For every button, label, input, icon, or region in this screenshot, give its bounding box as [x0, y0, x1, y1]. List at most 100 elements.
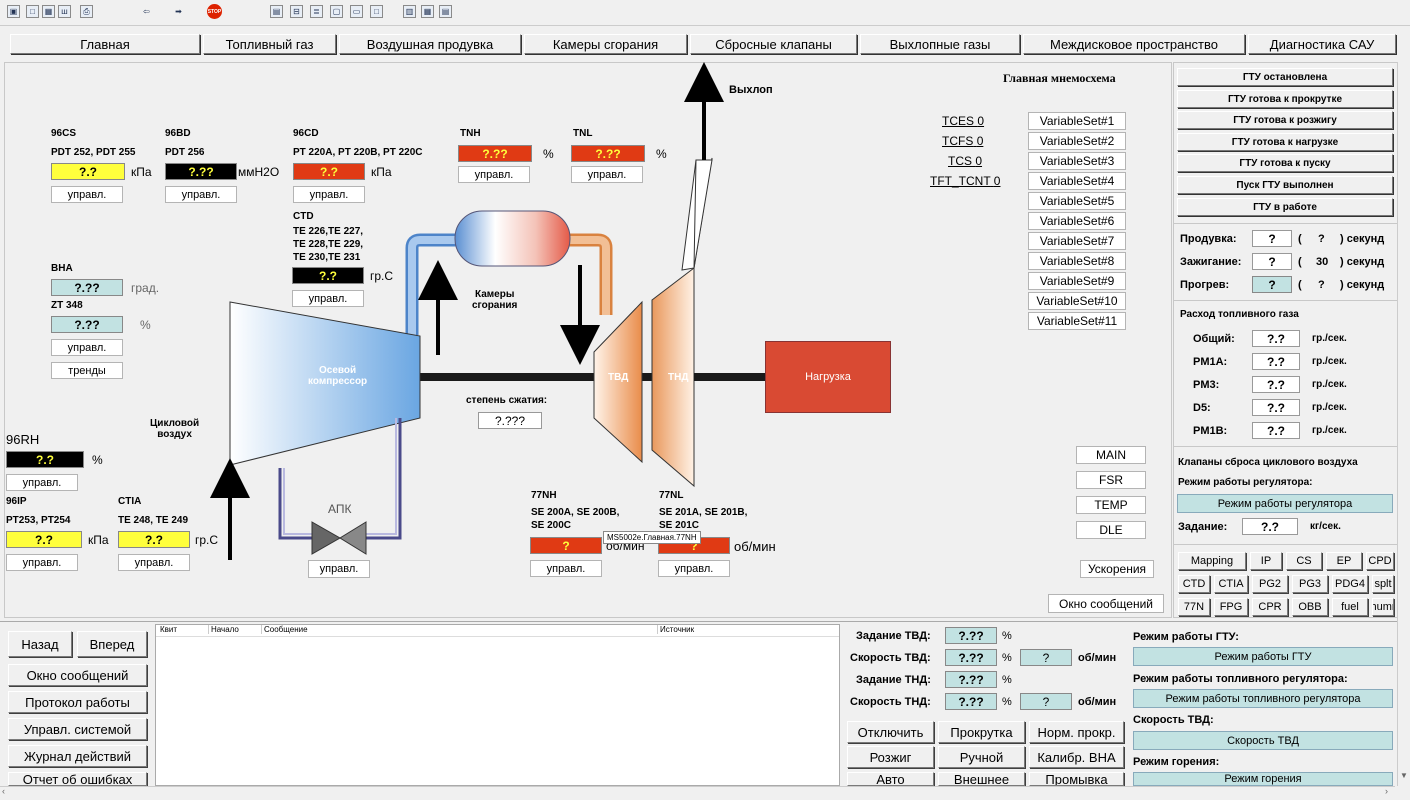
scroll-left-icon[interactable]: ‹ [2, 786, 5, 796]
tab-diagnostics[interactable]: Диагностика САУ [1248, 34, 1396, 54]
counter-tcfs[interactable]: TCFS 0 [942, 134, 984, 148]
s96cs-control-button[interactable]: управл. [51, 186, 123, 203]
grid-splt-button[interactable]: splt [1372, 575, 1394, 593]
system-control-button[interactable]: Управл. системой [8, 718, 147, 740]
varset-9[interactable]: VariableSet#9 [1028, 272, 1126, 290]
manual-button[interactable]: Ручной [938, 746, 1025, 768]
back-button[interactable]: Назад [8, 631, 72, 657]
shutdown-button[interactable]: Отключить [847, 721, 934, 743]
window-icon[interactable]: ⊟ [290, 5, 303, 18]
varset-2[interactable]: VariableSet#2 [1028, 132, 1126, 150]
window-icon[interactable]: ▢ [330, 5, 343, 18]
grid-ep-button[interactable]: EP [1326, 552, 1362, 570]
mode-dle-button[interactable]: DLE [1076, 521, 1146, 539]
chart-icon[interactable]: ш [58, 5, 71, 18]
varset-1[interactable]: VariableSet#1 [1028, 112, 1126, 130]
grid-pg2-button[interactable]: PG2 [1252, 575, 1288, 593]
ignition-button[interactable]: Розжиг [847, 746, 934, 768]
grid-obb-button[interactable]: OBB [1292, 598, 1328, 616]
varset-8[interactable]: VariableSet#8 [1028, 252, 1126, 270]
tab-relief-valves[interactable]: Сбросные клапаны [690, 34, 857, 54]
table-icon[interactable]: ▦ [421, 5, 434, 18]
table-icon[interactable]: ▥ [403, 5, 416, 18]
scroll-right-icon[interactable]: › [1385, 786, 1388, 796]
nh77-control-button[interactable]: управл. [530, 560, 602, 577]
error-report-button[interactable]: Отчет об ошибках [8, 772, 147, 786]
grid-icon[interactable]: ▦ [42, 5, 55, 18]
mode-fsr-button[interactable]: FSR [1076, 471, 1146, 489]
grid-cpr-button[interactable]: CPR [1252, 598, 1288, 616]
external-button[interactable]: Внешнее [938, 772, 1025, 786]
s96rh-control-button[interactable]: управл. [6, 474, 78, 491]
forward-button[interactable]: Вперед [77, 631, 147, 657]
bha-control-button[interactable]: управл. [51, 339, 123, 356]
action-journal-button[interactable]: Журнал действий [8, 745, 147, 767]
tab-combustion-chambers[interactable]: Камеры сгорания [524, 34, 687, 54]
list-icon[interactable]: ≣ [310, 5, 323, 18]
ctd-control-button[interactable]: управл. [292, 290, 364, 307]
grid-ctia-button[interactable]: CTIA [1214, 575, 1248, 593]
apk-control-button[interactable]: управл. [308, 560, 370, 578]
accelerations-button[interactable]: Ускорения [1080, 560, 1154, 578]
grid-77n-button[interactable]: 77N [1178, 598, 1210, 616]
grid-humr-button[interactable]: humr [1372, 598, 1394, 616]
varset-3[interactable]: VariableSet#3 [1028, 152, 1126, 170]
tab-fuel-gas[interactable]: Топливный газ [203, 34, 336, 54]
grid-pdg4-button[interactable]: PDG4 [1332, 575, 1368, 593]
grid-ctd-button[interactable]: CTD [1178, 575, 1210, 593]
varset-11[interactable]: VariableSet#11 [1028, 312, 1126, 330]
s96ip-control-button[interactable]: управл. [6, 554, 78, 571]
scroll-down-icon[interactable]: ▼ [1400, 771, 1408, 780]
grid-pg3-button[interactable]: PG3 [1292, 575, 1328, 593]
grid-ip-button[interactable]: IP [1250, 552, 1282, 570]
ctia-control-button[interactable]: управл. [118, 554, 190, 571]
bha-trends-button[interactable]: тренды [51, 362, 123, 379]
arrow-right-icon[interactable]: ➡ [175, 7, 182, 16]
crank-button[interactable]: Прокрутка [938, 721, 1025, 743]
save-icon[interactable]: ▣ [7, 5, 20, 18]
varset-10[interactable]: VariableSet#10 [1028, 292, 1126, 310]
grid-mapping-button[interactable]: Mapping [1178, 552, 1246, 570]
tnl-control-button[interactable]: управл. [571, 166, 643, 183]
vertical-scrollbar[interactable] [1397, 62, 1410, 786]
mode-main-button[interactable]: MAIN [1076, 446, 1146, 464]
tab-main[interactable]: Главная [10, 34, 200, 54]
apk-label: АПК [328, 502, 352, 516]
counter-tces[interactable]: TCES 0 [942, 114, 985, 128]
grid-fuel-button[interactable]: fuel [1332, 598, 1368, 616]
mode-temp-button[interactable]: TEMP [1076, 496, 1146, 514]
print-icon[interactable]: ⎙ [80, 5, 93, 18]
counter-tft-tcnt[interactable]: TFT_TCNT 0 [930, 174, 1001, 188]
tab-exhaust-gases[interactable]: Выхлопные газы [860, 34, 1020, 54]
tab-air-purge[interactable]: Воздушная продувка [339, 34, 521, 54]
normal-crank-button[interactable]: Норм. прокр. [1029, 721, 1124, 743]
window-icon[interactable]: □ [26, 5, 39, 18]
counter-tcs[interactable]: TCS 0 [948, 154, 983, 168]
horizontal-scrollbar[interactable] [0, 786, 1395, 800]
flush-button[interactable]: Промывка [1029, 772, 1124, 786]
varset-5[interactable]: VariableSet#5 [1028, 192, 1126, 210]
table-icon[interactable]: ▤ [270, 5, 283, 18]
window-icon[interactable]: ▭ [350, 5, 363, 18]
s96bd-control-button[interactable]: управл. [165, 186, 237, 203]
grid-cpd-button[interactable]: CPD [1366, 552, 1394, 570]
varset-4[interactable]: VariableSet#4 [1028, 172, 1126, 190]
tab-interdisk-space[interactable]: Междисковое пространство [1023, 34, 1245, 54]
s96cd-control-button[interactable]: управл. [293, 186, 365, 203]
message-window-button[interactable]: Окно сообщений [1048, 594, 1164, 613]
auto-button[interactable]: Авто [847, 772, 934, 786]
window-icon[interactable]: □ [370, 5, 383, 18]
message-window-nav-button[interactable]: Окно сообщений [8, 664, 147, 686]
calibrate-bha-button[interactable]: Калибр. ВНА [1029, 746, 1124, 768]
grid-fpg-button[interactable]: FPG [1214, 598, 1248, 616]
table-icon[interactable]: ▤ [439, 5, 452, 18]
varset-7[interactable]: VariableSet#7 [1028, 232, 1126, 250]
tnh-control-button[interactable]: управл. [458, 166, 530, 183]
arrow-left-icon[interactable]: ⇦ [143, 7, 150, 16]
nl77-control-button[interactable]: управл. [658, 560, 730, 577]
message-log[interactable] [155, 624, 840, 786]
work-log-button[interactable]: Протокол работы [8, 691, 147, 713]
stop-icon[interactable]: STOP [207, 4, 222, 19]
varset-6[interactable]: VariableSet#6 [1028, 212, 1126, 230]
grid-cs-button[interactable]: CS [1286, 552, 1322, 570]
